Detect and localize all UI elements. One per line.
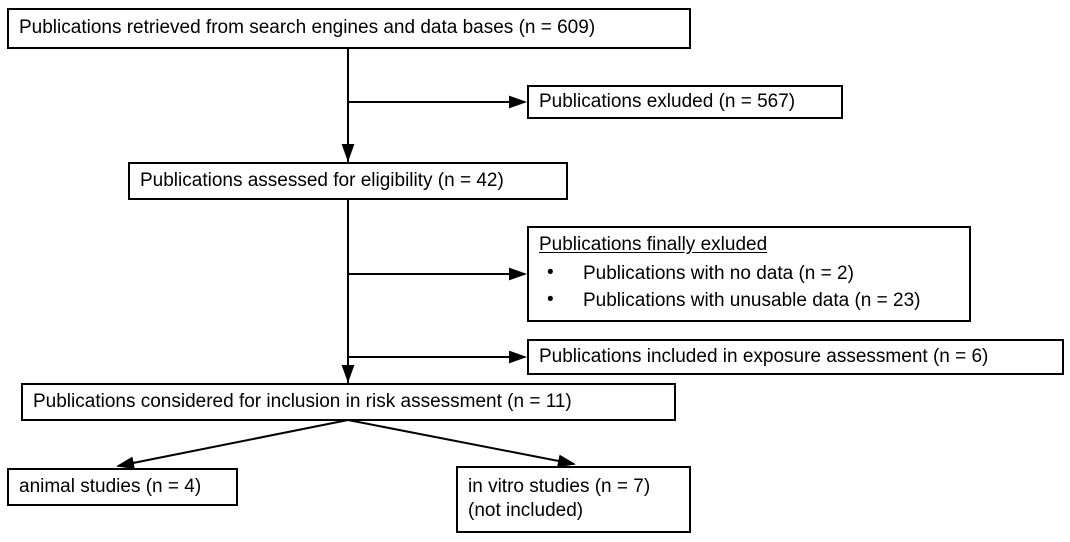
finally-excluded-bullet-list: Publications with no data (n = 2) Public… bbox=[539, 260, 959, 315]
node-in-vitro-studies: in vitro studies (n = 7) (not included) bbox=[456, 466, 691, 533]
node-publications-retrieved-label: Publications retrieved from search engin… bbox=[19, 17, 596, 39]
node-risk-assessment: Publications considered for inclusion in… bbox=[21, 383, 676, 421]
node-in-vitro-studies-label-line2: (not included) bbox=[468, 500, 584, 521]
node-risk-assessment-label: Publications considered for inclusion in… bbox=[33, 390, 572, 412]
list-item: Publications with unusable data (n = 23) bbox=[539, 288, 959, 313]
node-exposure-assessment: Publications included in exposure assess… bbox=[527, 339, 1064, 375]
node-in-vitro-studies-label-line1: in vitro studies (n = 7) bbox=[468, 475, 651, 497]
node-publications-excluded: Publications exluded (n = 567) bbox=[527, 85, 843, 119]
node-publications-excluded-label: Publications exluded (n = 567) bbox=[539, 90, 796, 112]
node-finally-excluded-heading: Publications finally exluded bbox=[539, 234, 768, 255]
node-publications-assessed: Publications assessed for eligibility (n… bbox=[128, 162, 568, 200]
list-item: Publications with no data (n = 2) bbox=[539, 261, 959, 286]
node-publications-finally-excluded: Publications finally exluded Publication… bbox=[527, 226, 971, 322]
node-publications-retrieved: Publications retrieved from search engin… bbox=[7, 8, 691, 49]
arrow-to-in-vitro-studies bbox=[347, 419, 576, 468]
arrow-to-animal-studies bbox=[116, 419, 349, 470]
node-exposure-assessment-label: Publications included in exposure assess… bbox=[539, 345, 989, 367]
node-animal-studies-label: animal studies (n = 4) bbox=[19, 475, 202, 497]
node-publications-assessed-label: Publications assessed for eligibility (n… bbox=[140, 169, 504, 191]
node-animal-studies: animal studies (n = 4) bbox=[7, 468, 238, 506]
